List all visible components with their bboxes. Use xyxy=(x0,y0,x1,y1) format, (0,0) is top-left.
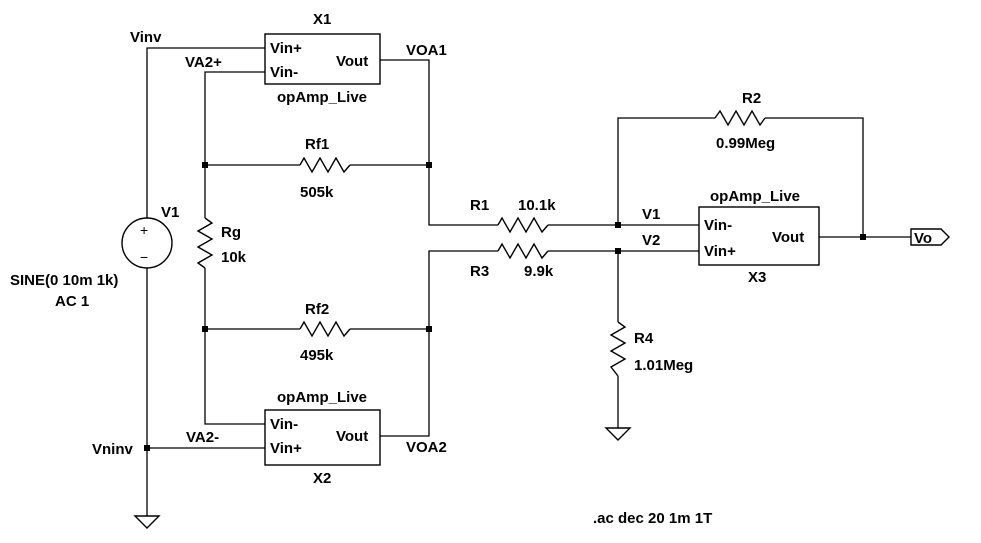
junction-vo xyxy=(860,234,866,240)
net-label-v2: V2 xyxy=(642,232,660,249)
junction-rf2-left xyxy=(202,326,208,332)
net-labels: Vinv VA2+ VOA1 VOA2 VA2- Vninv V1 V2 xyxy=(92,29,660,458)
net-label-v1: V1 xyxy=(642,206,660,223)
net-label-vninv: Vninv xyxy=(92,441,133,458)
source-labels: V1 SINE(0 10m 1k) AC 1 xyxy=(10,204,179,310)
resistor-r4[interactable] xyxy=(609,321,627,377)
opamps xyxy=(264,33,820,466)
x1-pin-minus: Vin- xyxy=(270,64,298,81)
wire-va2m[interactable] xyxy=(204,268,265,425)
resistor-rg[interactable] xyxy=(196,217,214,269)
x2-pin-out: Vout xyxy=(336,428,368,445)
wire-voa1[interactable] xyxy=(380,59,478,226)
x3-model: opAmp_Live xyxy=(710,188,800,205)
resistor-labels: Rf1 505k Rf2 495k Rg 10k R1 10.1k R3 9.9… xyxy=(221,90,775,374)
output-port-vo[interactable]: Vo xyxy=(910,228,950,247)
net-label-vinv: Vinv xyxy=(130,29,162,46)
resistor-r2[interactable] xyxy=(714,109,766,127)
r4-value: 1.01Meg xyxy=(634,357,693,374)
r4-name: R4 xyxy=(634,330,654,347)
wire-r2-left[interactable] xyxy=(617,117,715,225)
x3-pin-plus: Vin+ xyxy=(704,243,736,260)
ground-symbol-r4 xyxy=(604,427,632,441)
x3-pin-minus: Vin- xyxy=(704,217,732,234)
net-label-voa2: VOA2 xyxy=(406,439,447,456)
junction-rf2-right xyxy=(426,326,432,332)
net-label-voa1: VOA1 xyxy=(406,42,447,59)
wire-va2p[interactable] xyxy=(204,71,265,218)
x2-name: X2 xyxy=(313,470,331,487)
rf1-value: 505k xyxy=(300,184,334,201)
source-value: SINE(0 10m 1k) xyxy=(10,272,118,289)
wire-voa2[interactable] xyxy=(380,250,478,437)
r2-value: 0.99Meg xyxy=(716,135,775,152)
rf2-name: Rf2 xyxy=(305,301,329,318)
source-ac: AC 1 xyxy=(55,293,89,310)
junction-v2 xyxy=(615,248,621,254)
resistor-rf2[interactable] xyxy=(299,320,351,338)
rg-name: Rg xyxy=(221,224,241,241)
wire-vinv[interactable] xyxy=(146,47,265,218)
x3-pin-out: Vout xyxy=(772,229,804,246)
junction-vninv xyxy=(144,445,150,451)
net-label-va2p: VA2+ xyxy=(185,54,222,71)
x2-model: opAmp_Live xyxy=(277,389,367,406)
rf2-value: 495k xyxy=(300,347,334,364)
port-vo-shape xyxy=(910,228,950,246)
r1-name: R1 xyxy=(470,197,489,214)
net-label-va2m: VA2- xyxy=(186,429,219,446)
x2-pin-plus: Vin+ xyxy=(270,440,302,457)
resistor-rf1[interactable] xyxy=(299,156,351,174)
spice-directive[interactable]: .ac dec 20 1m 1T xyxy=(593,510,712,527)
x1-model: opAmp_Live xyxy=(277,89,367,106)
wire-r2-right[interactable] xyxy=(790,117,864,237)
r3-value: 9.9k xyxy=(524,263,554,280)
opamp-labels: X1 Vin+ Vin- Vout opAmp_Live opAmp_Live … xyxy=(270,11,804,487)
ground-symbol-left xyxy=(133,515,161,529)
opamp-x1[interactable] xyxy=(264,33,381,85)
x1-pin-out: Vout xyxy=(336,53,368,70)
junctions xyxy=(144,162,866,451)
junction-rf1-right xyxy=(426,162,432,168)
source-minus-symbol: − xyxy=(140,249,148,265)
resistor-r1[interactable] xyxy=(497,216,549,234)
x1-name: X1 xyxy=(313,11,331,28)
r1-value: 10.1k xyxy=(518,197,556,214)
r3-name: R3 xyxy=(470,263,489,280)
x3-name: X3 xyxy=(748,269,766,286)
voltage-source-v1[interactable]: + − xyxy=(121,217,173,269)
resistor-r3[interactable] xyxy=(497,242,549,260)
source-name: V1 xyxy=(161,204,179,221)
resistors xyxy=(196,109,790,377)
opamp-x2[interactable] xyxy=(264,409,381,466)
r2-name: R2 xyxy=(742,90,761,107)
junction-v1 xyxy=(615,222,621,228)
source-circle xyxy=(121,217,173,269)
wires xyxy=(146,47,911,516)
x2-pin-minus: Vin- xyxy=(270,416,298,433)
grounds xyxy=(133,427,632,529)
source-plus-symbol: + xyxy=(140,222,148,238)
x1-pin-plus: Vin+ xyxy=(270,40,302,57)
rg-value: 10k xyxy=(221,249,247,266)
rf1-name: Rf1 xyxy=(305,136,329,153)
junction-rf1-left xyxy=(202,162,208,168)
opamp-x3[interactable] xyxy=(698,206,820,266)
port-vo-label: Vo xyxy=(914,230,932,247)
